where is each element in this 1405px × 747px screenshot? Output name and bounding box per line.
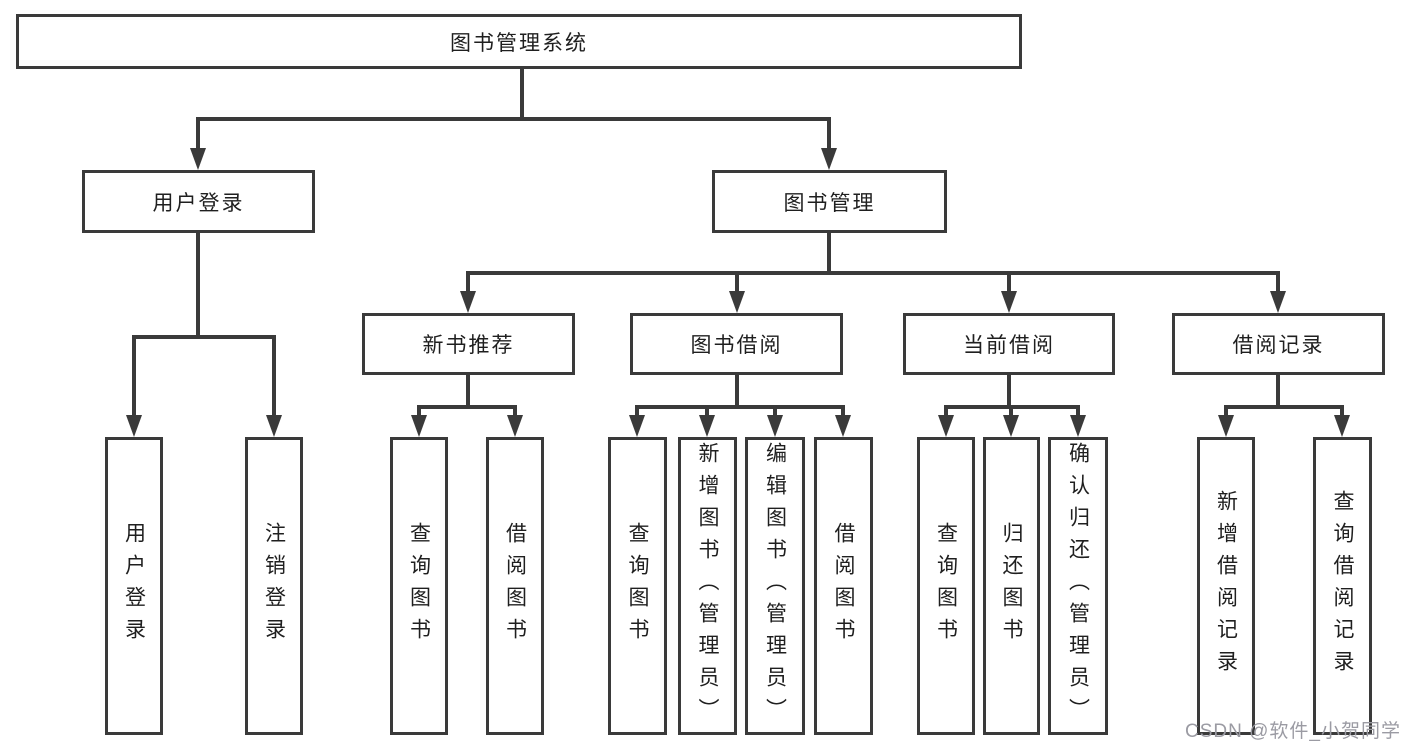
node-library-management-system-label: 图书管理系统	[450, 31, 588, 55]
node-library-management-system: 图书管理系统	[16, 14, 1022, 69]
down-arrow-icon	[460, 291, 476, 313]
connector-module-stem	[1007, 271, 1011, 293]
connector-leaf-stem	[841, 405, 845, 417]
leaf-logout: 注销登录	[245, 437, 303, 735]
leaf-borrow-book-recommend-label: 借阅图书	[503, 522, 527, 650]
node-new-book-recommend-label: 新书推荐	[422, 334, 515, 357]
leaf-return-book-label: 归还图书	[1000, 522, 1023, 650]
node-current-borrow-label: 当前借阅	[963, 334, 1055, 357]
down-arrow-icon	[835, 415, 851, 437]
connector-module-stem	[735, 271, 739, 293]
connector-book-management-stem	[827, 233, 831, 271]
node-user-login-label: 用户登录	[152, 191, 245, 215]
connector-group-stem	[466, 375, 470, 405]
connector-leaf-stem	[1076, 405, 1080, 417]
node-book-borrow: 图书借阅	[630, 313, 843, 375]
leaf-confirm-return-admin-label: 确认归还（管理员）	[1066, 442, 1090, 730]
connector-leaf-stem	[773, 405, 777, 417]
down-arrow-icon	[411, 415, 427, 437]
down-arrow-icon	[767, 415, 783, 437]
leaf-borrow-book-recommend: 借阅图书	[486, 437, 544, 735]
leaf-borrow-book-label: 借阅图书	[832, 522, 855, 650]
leaf-query-book-recommend: 查询图书	[390, 437, 448, 735]
down-arrow-icon	[266, 415, 282, 437]
connector-leaf-stem	[1340, 405, 1344, 417]
down-arrow-icon	[507, 415, 523, 437]
down-arrow-icon	[821, 148, 837, 170]
down-arrow-icon	[1334, 415, 1350, 437]
leaf-add-book-admin: 新增图书（管理员）	[678, 437, 737, 735]
leaf-query-book-borrow: 查询图书	[608, 437, 667, 735]
connector-to-book-management-stem	[827, 117, 831, 151]
down-arrow-icon	[629, 415, 645, 437]
connector-module-stem	[466, 271, 470, 293]
connector-group-stem	[1007, 375, 1011, 405]
node-borrow-records-label: 借阅记录	[1232, 334, 1325, 357]
connector-book-management-bar	[466, 271, 1280, 275]
leaf-edit-book-admin-label: 编辑图书（管理员）	[763, 442, 787, 730]
down-arrow-icon	[1070, 415, 1086, 437]
connector-leaf-stem	[1009, 405, 1013, 417]
connector-leaf-stem	[513, 405, 517, 417]
connector-leaf-stem	[1224, 405, 1228, 417]
down-arrow-icon	[1001, 291, 1017, 313]
connector-leaf-stem	[272, 335, 276, 417]
node-book-management-label: 图书管理	[783, 191, 876, 215]
connector-root-bar	[196, 117, 831, 121]
down-arrow-icon	[1003, 415, 1019, 437]
connector-leaf-stem	[705, 405, 709, 417]
down-arrow-icon	[699, 415, 715, 437]
leaf-query-borrow-record-label: 查询借阅记录	[1331, 490, 1354, 682]
node-new-book-recommend: 新书推荐	[362, 313, 575, 375]
down-arrow-icon	[1270, 291, 1286, 313]
connector-group-bar	[417, 405, 517, 409]
node-user-login: 用户登录	[82, 170, 315, 233]
leaf-add-borrow-record-label: 新增借阅记录	[1214, 490, 1238, 682]
csdn-watermark: CSDN @软件_小贺同学	[1185, 721, 1401, 742]
leaf-query-borrow-record: 查询借阅记录	[1313, 437, 1372, 735]
node-borrow-records: 借阅记录	[1172, 313, 1385, 375]
leaf-query-book-current: 查询图书	[917, 437, 975, 735]
connector-leaf-stem	[132, 335, 136, 417]
connector-leaf-stem	[635, 405, 639, 417]
down-arrow-icon	[938, 415, 954, 437]
leaf-edit-book-admin: 编辑图书（管理员）	[745, 437, 805, 735]
connector-leaf-stem	[417, 405, 421, 417]
node-book-borrow-label: 图书借阅	[690, 334, 783, 357]
connector-module-stem	[1276, 271, 1280, 293]
connector-group-bar	[1224, 405, 1344, 409]
connector-root-stem	[520, 69, 524, 117]
connector-user-login-bar	[132, 335, 276, 339]
node-current-borrow: 当前借阅	[903, 313, 1115, 375]
leaf-return-book: 归还图书	[983, 437, 1040, 735]
leaf-add-book-admin-label: 新增图书（管理员）	[696, 442, 719, 730]
down-arrow-icon	[1218, 415, 1234, 437]
leaf-add-borrow-record: 新增借阅记录	[1197, 437, 1255, 735]
leaf-query-book-recommend-label: 查询图书	[407, 522, 431, 650]
connector-to-user-login-stem	[196, 117, 200, 151]
leaf-query-book-current-label: 查询图书	[934, 522, 958, 650]
node-book-management: 图书管理	[712, 170, 947, 233]
leaf-query-book-borrow-label: 查询图书	[626, 522, 649, 650]
down-arrow-icon	[729, 291, 745, 313]
leaf-user-login: 用户登录	[105, 437, 163, 735]
connector-group-stem	[1276, 375, 1280, 405]
leaf-confirm-return-admin: 确认归还（管理员）	[1048, 437, 1108, 735]
leaf-user-login-label: 用户登录	[122, 522, 146, 650]
connector-leaf-stem	[944, 405, 948, 417]
leaf-borrow-book: 借阅图书	[814, 437, 873, 735]
down-arrow-icon	[190, 148, 206, 170]
connector-group-bar	[635, 405, 845, 409]
down-arrow-icon	[126, 415, 142, 437]
connector-group-stem	[735, 375, 739, 405]
connector-user-login-stem	[196, 233, 200, 337]
leaf-logout-label: 注销登录	[262, 522, 286, 650]
